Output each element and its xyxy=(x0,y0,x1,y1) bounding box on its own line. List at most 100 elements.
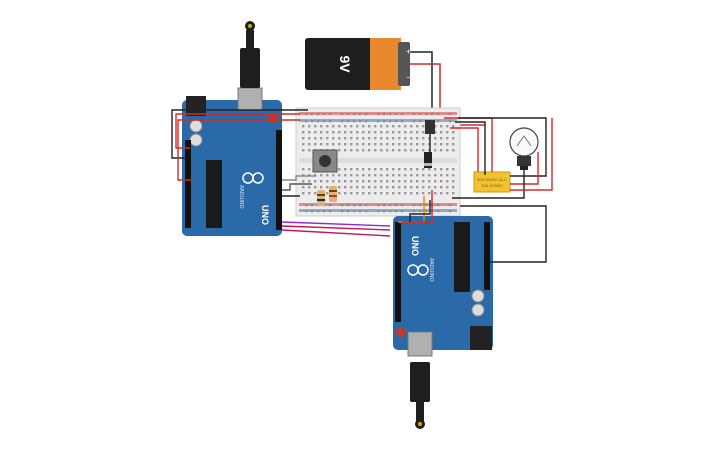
breadboard-hole xyxy=(404,180,407,183)
breadboard-hole xyxy=(392,131,395,134)
breadboard-hole xyxy=(374,168,377,171)
breadboard-hole xyxy=(350,143,353,146)
rail-hole xyxy=(449,120,452,123)
breadboard-hole xyxy=(344,131,347,134)
breadboard-hole xyxy=(368,192,371,195)
rail-hole xyxy=(305,113,308,116)
relay-module[interactable]: SRD-05VDC-SL-C 10A 250VAC xyxy=(473,171,511,193)
breadboard-hole xyxy=(332,143,335,146)
breadboard-hole xyxy=(386,174,389,177)
breadboard-hole xyxy=(362,125,365,128)
breadboard-hole xyxy=(332,125,335,128)
breadboard-hole xyxy=(356,168,359,171)
breadboard-hole xyxy=(308,149,311,152)
breadboard-hole xyxy=(380,149,383,152)
breadboard-hole xyxy=(332,137,335,140)
breadboard-hole xyxy=(398,168,401,171)
breadboard-hole xyxy=(446,180,449,183)
breadboard-hole xyxy=(452,131,455,134)
breadboard-hole xyxy=(404,149,407,152)
breadboard-hole xyxy=(452,137,455,140)
breadboard-hole xyxy=(338,143,341,146)
breadboard-hole xyxy=(368,125,371,128)
breadboard-hole xyxy=(428,168,431,171)
breadboard-hole xyxy=(380,125,383,128)
breadboard-hole xyxy=(344,168,347,171)
breadboard-hole xyxy=(302,131,305,134)
rail-hole xyxy=(395,120,398,123)
rail-hole xyxy=(413,113,416,116)
pushbutton[interactable] xyxy=(312,149,338,173)
breadboard-hole xyxy=(440,180,443,183)
breadboard-hole xyxy=(416,131,419,134)
breadboard-hole xyxy=(362,186,365,189)
breadboard-hole xyxy=(344,149,347,152)
breadboard-hole xyxy=(410,131,413,134)
breadboard-hole xyxy=(428,143,431,146)
rail-hole xyxy=(431,113,434,116)
arduino-uno-right[interactable]: UNO ARDUINO xyxy=(393,216,493,357)
breadboard-hole xyxy=(374,180,377,183)
breadboard-hole xyxy=(368,149,371,152)
rail-hole xyxy=(437,210,440,213)
breadboard-hole xyxy=(440,149,443,152)
rail-hole xyxy=(395,210,398,213)
breadboard-hole xyxy=(308,168,311,171)
rail-hole xyxy=(341,204,344,207)
battery-9v[interactable]: 9V + − xyxy=(305,38,411,90)
breadboard-hole xyxy=(380,131,383,134)
rail-hole xyxy=(353,113,356,116)
rail-hole xyxy=(329,204,332,207)
breadboard-hole xyxy=(314,180,317,183)
breadboard-hole xyxy=(410,186,413,189)
rail-hole xyxy=(359,204,362,207)
arduino-right-brand: ARDUINO xyxy=(428,258,434,282)
breadboard-hole xyxy=(338,186,341,189)
arduino-uno-left[interactable]: UNO ARDUINO xyxy=(182,87,282,236)
breadboard-hole xyxy=(398,125,401,128)
breadboard-hole xyxy=(326,174,329,177)
breadboard-hole xyxy=(308,180,311,183)
breadboard-hole xyxy=(308,131,311,134)
breadboard-hole xyxy=(416,149,419,152)
breadboard-hole xyxy=(350,192,353,195)
breadboard-hole xyxy=(338,168,341,171)
breadboard-hole xyxy=(452,143,455,146)
breadboard-hole xyxy=(422,192,425,195)
breadboard-hole xyxy=(386,168,389,171)
breadboard-hole xyxy=(320,131,323,134)
rail-hole xyxy=(437,204,440,207)
rail-hole xyxy=(347,120,350,123)
breadboard-hole xyxy=(404,186,407,189)
arduino-left-brand: ARDUINO xyxy=(238,185,244,209)
breadboard-hole xyxy=(428,180,431,183)
breadboard-hole xyxy=(398,149,401,152)
light-bulb[interactable] xyxy=(509,127,539,170)
breadboard-hole xyxy=(302,137,305,140)
breadboard-hole xyxy=(356,137,359,140)
rail-hole xyxy=(413,120,416,123)
breadboard-hole xyxy=(422,137,425,140)
rail-hole xyxy=(347,210,350,213)
breadboard-hole xyxy=(338,131,341,134)
breadboard-hole xyxy=(452,149,455,152)
breadboard-hole xyxy=(314,137,317,140)
breadboard-hole xyxy=(344,180,347,183)
rail-hole xyxy=(359,113,362,116)
breadboard-hole xyxy=(350,168,353,171)
breadboard-hole xyxy=(344,143,347,146)
battery-positive-wire xyxy=(410,63,485,126)
breadboard-hole xyxy=(440,131,443,134)
breadboard-hole xyxy=(302,186,305,189)
breadboard-hole xyxy=(446,186,449,189)
rail-hole xyxy=(419,204,422,207)
breadboard-hole xyxy=(314,143,317,146)
breadboard-hole xyxy=(422,174,425,177)
breadboard-hole xyxy=(374,143,377,146)
breadboard-hole xyxy=(356,143,359,146)
breadboard-hole xyxy=(434,143,437,146)
breadboard-hole xyxy=(422,149,425,152)
rail-hole xyxy=(437,113,440,116)
breadboard-hole xyxy=(386,180,389,183)
